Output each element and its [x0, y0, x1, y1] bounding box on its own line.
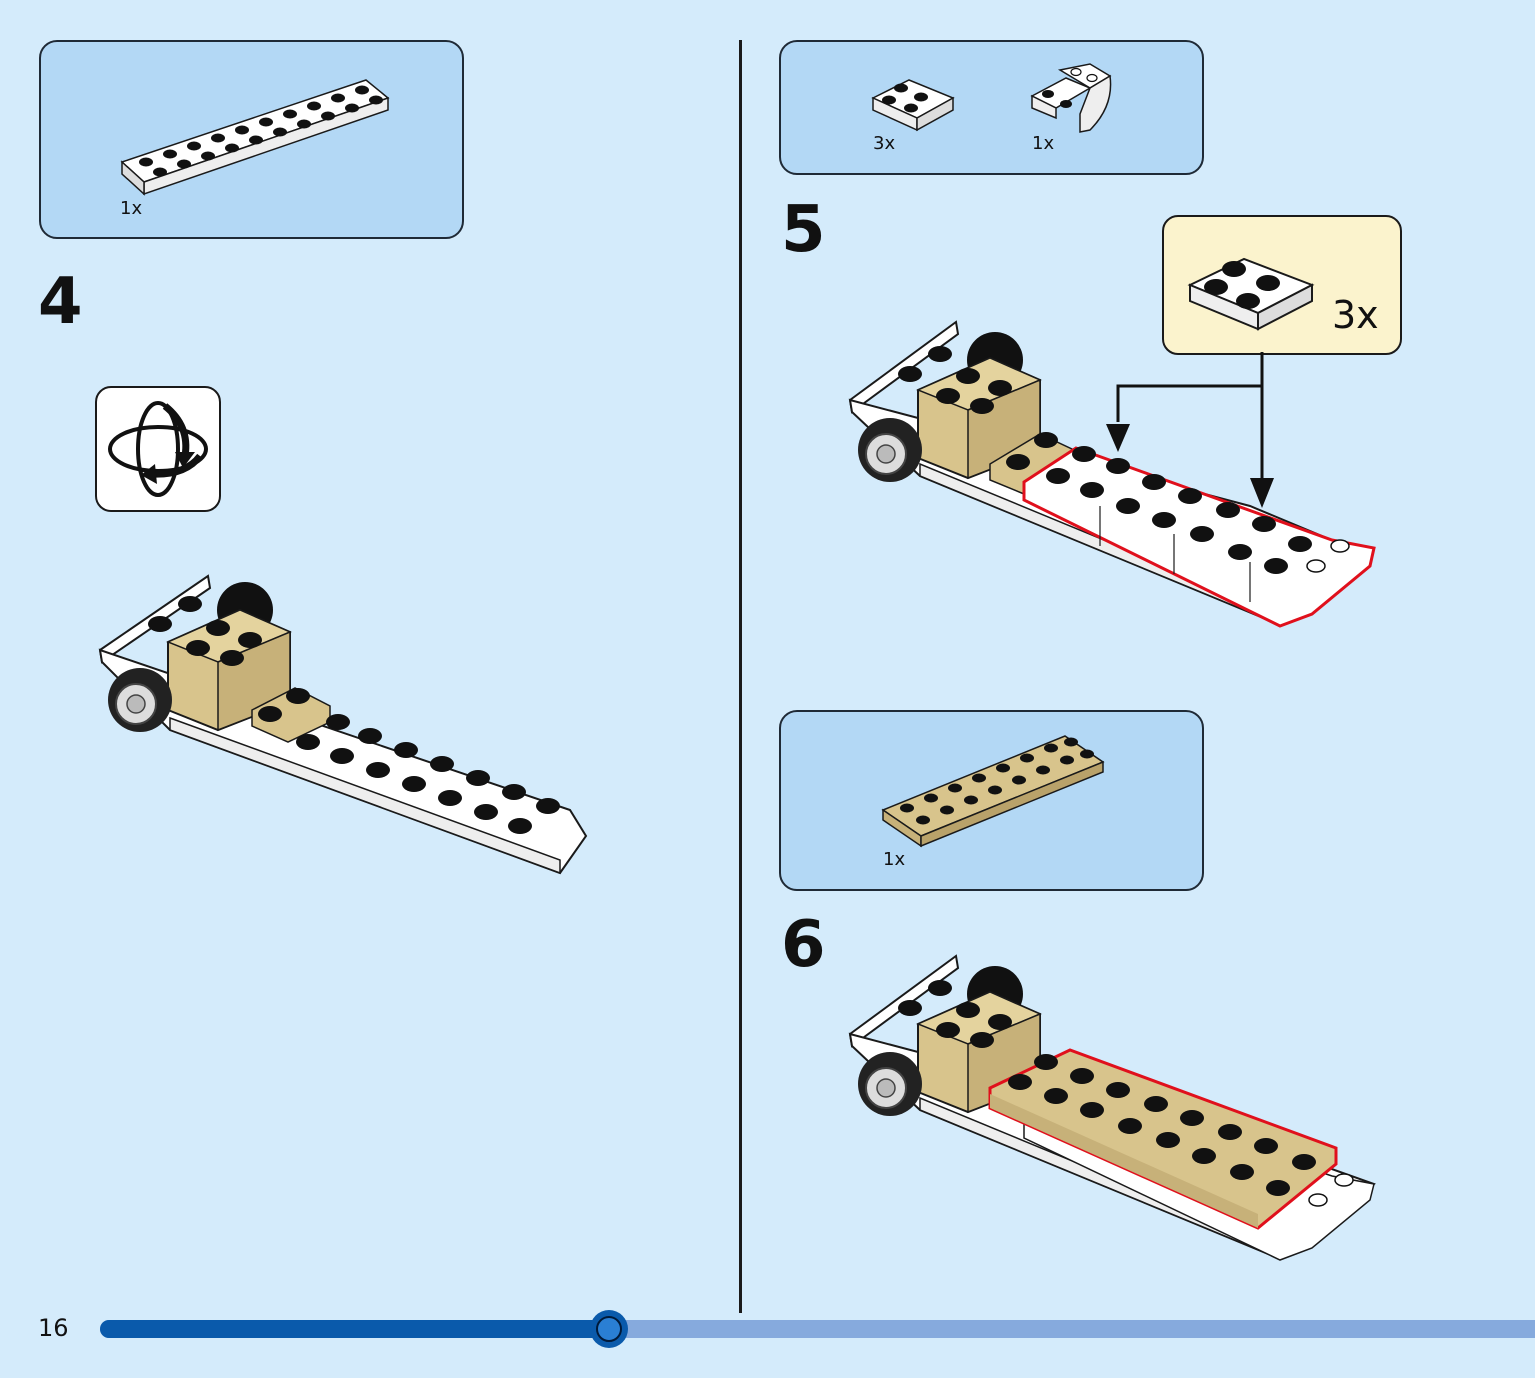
rotate-model-icon — [108, 401, 208, 497]
part-quantity: 1x — [120, 198, 143, 219]
step-number: 6 — [781, 908, 826, 982]
parts-list-step-5: 3x 1x — [779, 40, 1204, 175]
part-quantity: 1x — [1032, 133, 1055, 154]
part-quantity: 1x — [883, 849, 906, 870]
progress-fill — [100, 1320, 610, 1338]
callout-quantity: 3x — [1332, 293, 1379, 337]
white-plate-2x2-callout — [1187, 257, 1315, 331]
sub-assembly-callout: 3x — [1162, 215, 1402, 355]
step-number: 5 — [781, 193, 826, 267]
arrow-down-icon — [1106, 424, 1130, 452]
step-number: 4 — [38, 265, 83, 339]
progress-knob — [590, 1310, 629, 1348]
white-plate-2x2-part — [871, 79, 955, 132]
step-4-model — [98, 574, 588, 875]
white-plate-2x10-part — [120, 79, 390, 196]
white-slope-curved-part — [1030, 63, 1112, 133]
placement-arrows — [1106, 352, 1274, 508]
tan-plate-2x8-part — [881, 735, 1105, 848]
step-6-model — [848, 954, 1376, 1261]
rotate-model-indicator — [95, 386, 221, 512]
arrow-down-icon — [1250, 478, 1274, 508]
parts-list-step-4: 1x — [39, 40, 464, 239]
column-divider — [739, 40, 742, 1313]
step-5-model — [848, 320, 1376, 628]
parts-list-step-6: 1x — [779, 710, 1204, 891]
page-number: 16 — [38, 1314, 69, 1342]
part-quantity: 3x — [873, 133, 896, 154]
